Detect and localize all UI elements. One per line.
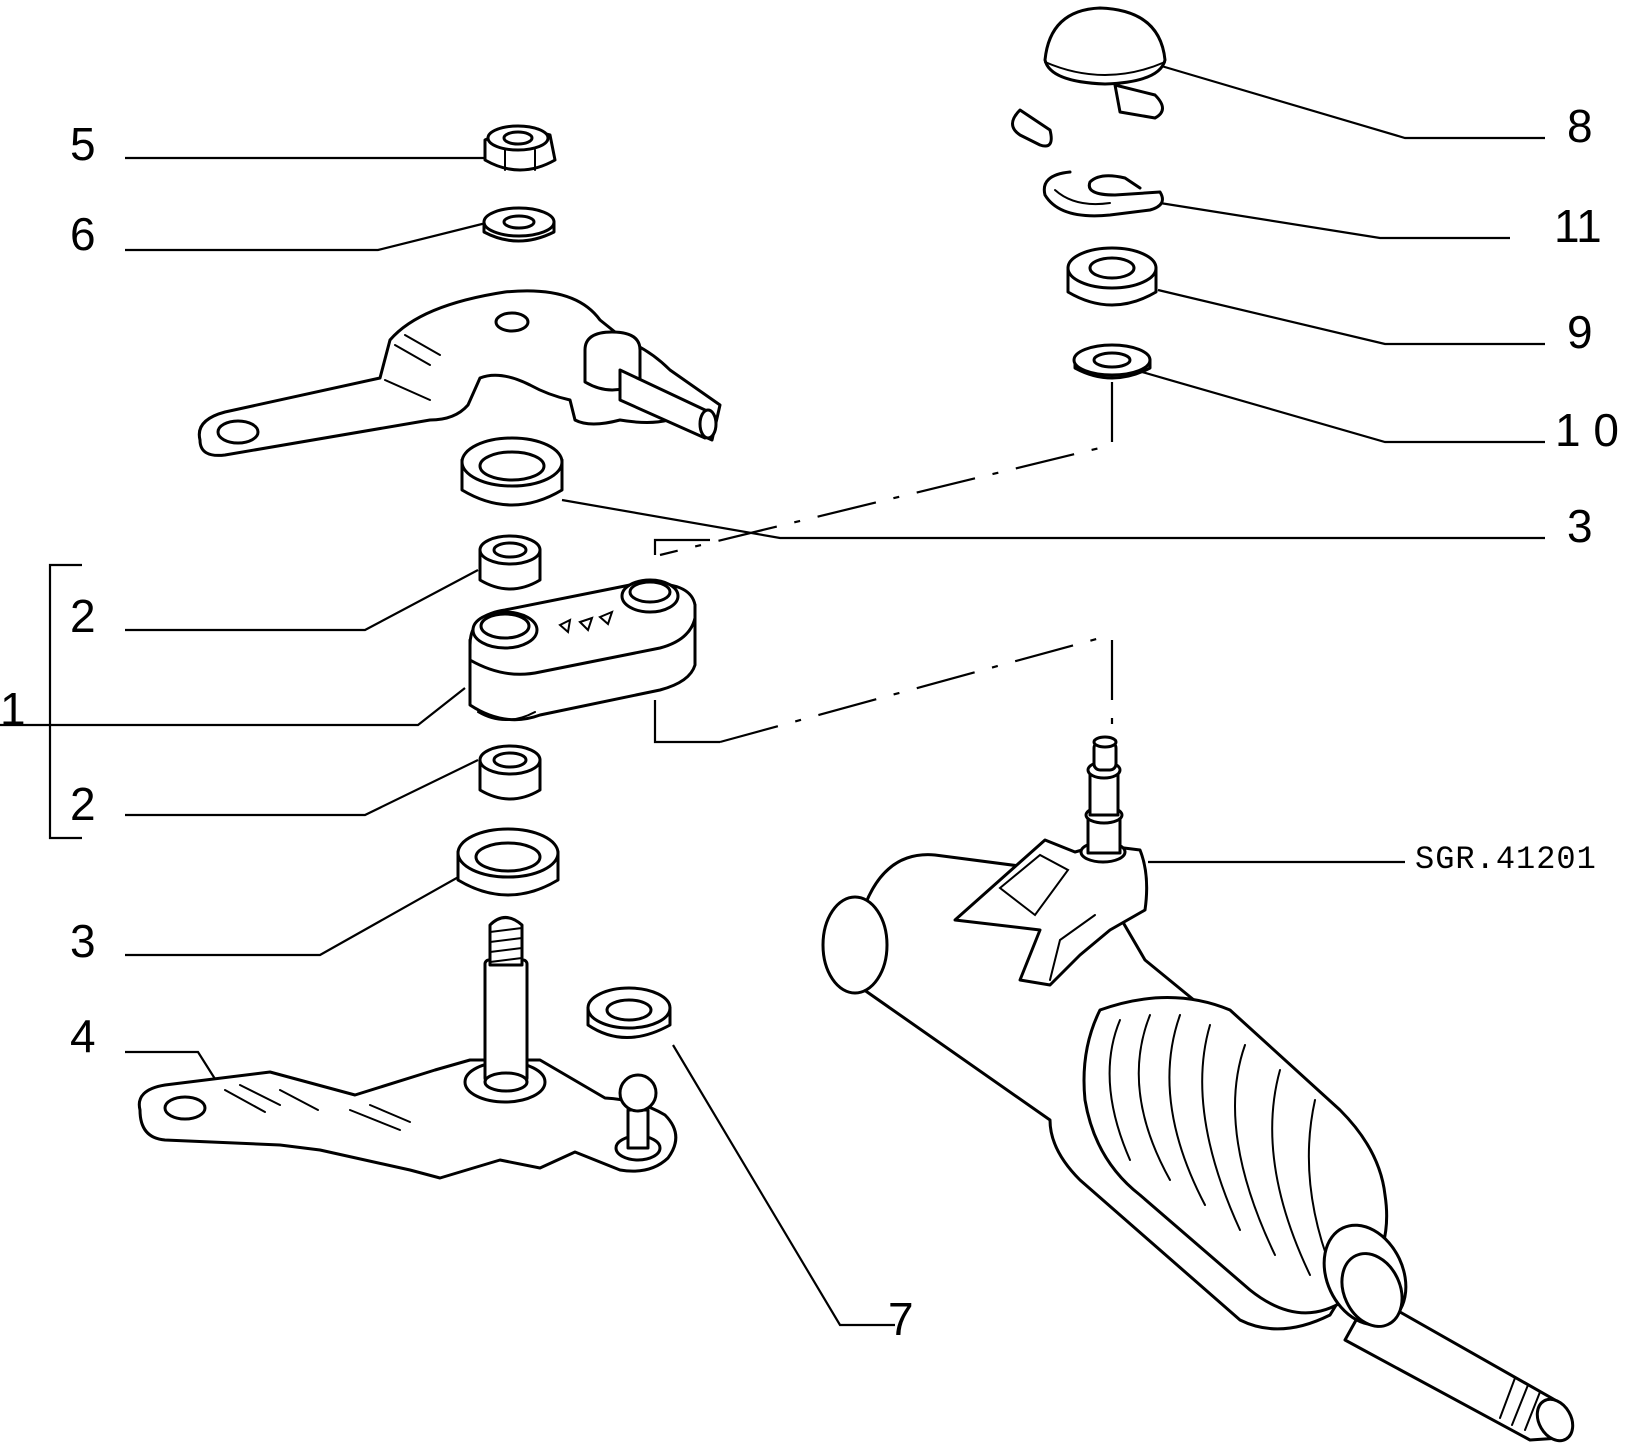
callout-2-top: 2: [70, 590, 96, 642]
leader-7: [672, 1044, 895, 1327]
part-10-washer: [1072, 343, 1152, 380]
callout-7: 7: [888, 1293, 914, 1345]
leader-4: [125, 1050, 223, 1091]
part-1-lever: [468, 578, 697, 722]
axis-bracket-top: [653, 538, 710, 555]
callout-numbers: 5 6 2 1 2 3 4 7 8 11 9 1 0 3 SGR.41201: [0, 100, 1619, 1345]
callout-3-left: 3: [70, 915, 96, 967]
part-8-dust-cap: [1011, 6, 1167, 148]
callout-11: 11: [1554, 200, 1602, 252]
assembly-axis-lines: [653, 382, 1114, 744]
part-2-bushing-bottom: [478, 744, 542, 801]
part-7-seal: [586, 986, 672, 1039]
leader-2-bottom: [125, 759, 479, 817]
part-3-ring-top: [460, 436, 564, 507]
axis-line-lower: [719, 636, 1114, 744]
callout-10: 1 0: [1555, 404, 1619, 456]
callout-5: 5: [70, 118, 96, 170]
leader-11: [1159, 201, 1510, 240]
part-9-washer: [1066, 246, 1158, 307]
steering-rack-assembly: [821, 735, 1575, 1443]
part-2-bushing-top: [478, 534, 542, 591]
leader-2-top: [125, 569, 479, 632]
part-5-nut: [483, 124, 557, 172]
callout-1: 1: [0, 683, 26, 735]
callout-8: 8: [1567, 100, 1593, 152]
leader-3-left: [125, 874, 463, 957]
axis-line-upper: [659, 382, 1114, 557]
assembly-bracket: [48, 563, 82, 840]
callout-2-bottom: 2: [70, 778, 96, 830]
leader-8: [1157, 63, 1545, 140]
leader-6: [125, 220, 491, 252]
leader-3-right: [561, 498, 1545, 540]
callout-3-right: 3: [1567, 500, 1593, 552]
axis-bracket-bottom: [653, 700, 720, 744]
leader-10: [1141, 370, 1545, 444]
callout-9: 9: [1567, 306, 1593, 358]
leader-9: [1157, 288, 1545, 346]
leader-lines: [0, 63, 1545, 1327]
drawing-code: SGR.41201: [1415, 841, 1597, 878]
part-11-spring-clip: [1042, 170, 1164, 218]
upper-lever-plate: [197, 289, 722, 457]
part-3-ring-bottom: [456, 827, 560, 897]
leader-1: [0, 687, 466, 727]
callout-4: 4: [70, 1010, 96, 1062]
callout-6: 6: [70, 208, 96, 260]
part-4-base-plate: [137, 916, 678, 1180]
part-6-washer: [482, 206, 556, 243]
